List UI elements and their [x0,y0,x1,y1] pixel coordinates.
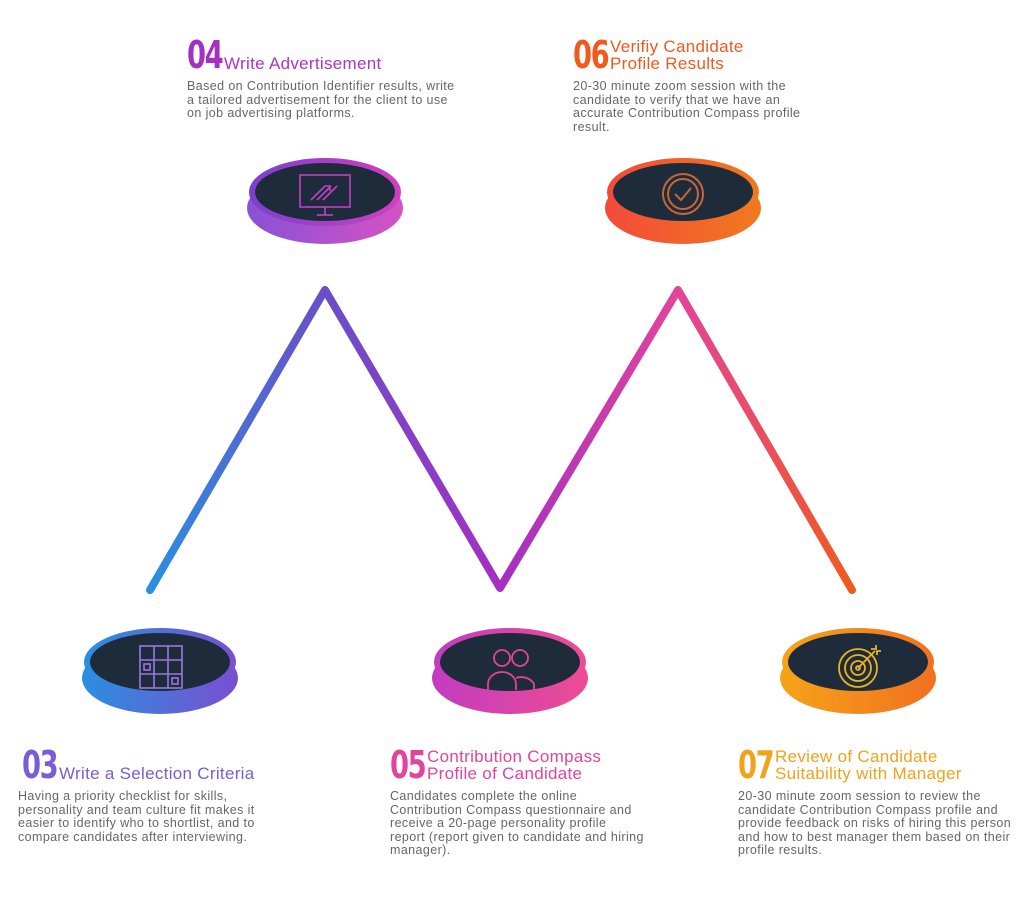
step-description: Based on Contribution Identifier results… [187,79,455,120]
target-icon [838,645,881,688]
step-title: Review of Candidate Suitability with Man… [775,747,962,783]
step-number: 04 [187,33,224,77]
step-03-disc [82,628,238,714]
step-description: 20-30 minute zoom session to review the … [738,789,1012,857]
step-07-disc [780,628,936,714]
step-06-disc [605,158,761,244]
step-05-disc [432,628,588,714]
step-number: 05 [390,743,427,787]
users-icon [487,649,535,690]
step-description: 20-30 minute zoom session with the candi… [573,79,801,134]
step-description: Candidates complete the online Contribut… [390,789,644,857]
zigzag-line [146,286,856,594]
step-04-disc [247,158,403,244]
step-number: 07 [738,743,775,787]
step-title: Write Advertisement [224,54,382,73]
step-number: 03 [22,743,59,787]
monitor-growth-icon [299,174,351,216]
step-title: Verifiy Candidate Profile Results [610,37,744,73]
step-title: Write a Selection Criteria [59,764,255,783]
step-number: 06 [573,33,610,77]
grid-checklist-icon [139,645,183,689]
check-circle-icon [662,173,704,215]
step-description: Having a priority checklist for skills, … [18,789,255,844]
step-title: Contribution Compass Profile of Candidat… [427,747,602,783]
